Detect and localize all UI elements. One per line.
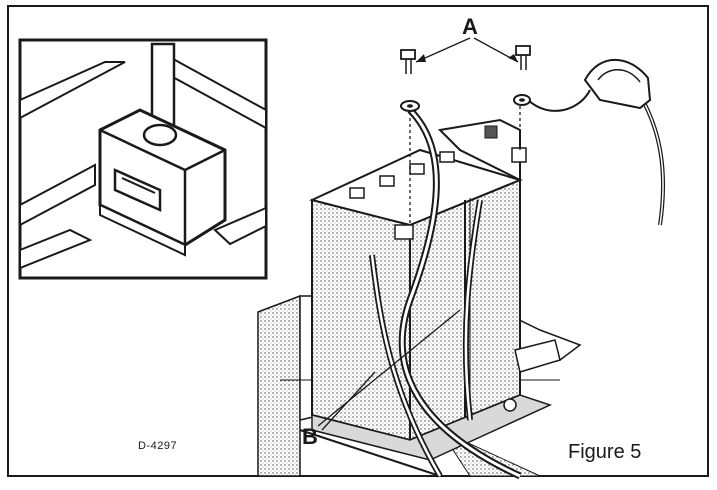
inset-detail bbox=[18, 38, 268, 280]
terminal-bolts bbox=[400, 45, 531, 74]
terminal-boot bbox=[583, 58, 652, 110]
figure-frame bbox=[7, 5, 709, 477]
figure-caption: Figure 5 bbox=[568, 441, 642, 463]
leader-lines bbox=[317, 37, 521, 431]
callout-a: A bbox=[462, 14, 478, 39]
ring-terminals bbox=[400, 94, 531, 112]
callout-b: B bbox=[302, 424, 318, 449]
drawing-code: D-4297 bbox=[138, 440, 178, 452]
battery bbox=[309, 118, 561, 461]
battery-cables bbox=[369, 89, 666, 480]
